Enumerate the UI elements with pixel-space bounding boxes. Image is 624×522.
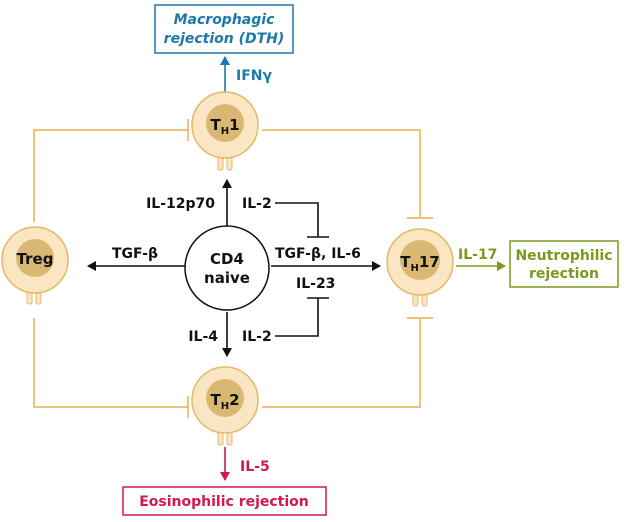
macrophagic-line1: Macrophagic bbox=[174, 12, 275, 28]
neutrophilic-line2: rejection bbox=[529, 266, 599, 282]
ifn-gamma-label: IFNγ bbox=[236, 68, 272, 84]
eosinophilic-rejection-box: Eosinophilic rejection bbox=[122, 486, 327, 516]
th2-to-th17-inhibition-line bbox=[262, 318, 421, 408]
differentiation-arrows bbox=[87, 179, 381, 357]
il4-label: IL-4 bbox=[188, 329, 218, 345]
cd4-label: CD4 bbox=[210, 250, 244, 268]
th2-cell: TH2 bbox=[191, 366, 259, 446]
th2-main: T bbox=[210, 391, 221, 409]
th1-receptor-icon bbox=[217, 155, 233, 171]
regulation-network bbox=[33, 119, 433, 418]
treg-to-th1-inhibition-line bbox=[33, 129, 188, 222]
treg-to-th2-inhibition-line bbox=[33, 318, 188, 408]
il2-top-label: IL-2 bbox=[242, 196, 272, 212]
naive-label: naive bbox=[204, 269, 250, 287]
cd4-naive-cell: CD4 naive bbox=[184, 225, 270, 311]
th1-suffix: 1 bbox=[229, 116, 239, 134]
macrophagic-rejection-box: Macrophagic rejection (DTH) bbox=[154, 4, 294, 54]
tgf-beta-il6-label: TGF-β, IL-6 bbox=[275, 246, 361, 262]
il5-label: IL-5 bbox=[240, 459, 270, 475]
th17-suffix: 17 bbox=[419, 253, 440, 271]
svg-text:TH17: TH17 bbox=[400, 253, 439, 274]
neutrophilic-line1: Neutrophilic bbox=[515, 248, 612, 264]
neutrophilic-rejection-box: Neutrophilic rejection bbox=[509, 240, 619, 288]
eosinophilic-label: Eosinophilic rejection bbox=[139, 494, 309, 510]
il2-bottom-inhibition-line bbox=[275, 298, 319, 337]
th1-main: T bbox=[210, 116, 221, 134]
th1-cell: TH1 bbox=[191, 91, 259, 171]
th1-sub: H bbox=[221, 126, 229, 137]
svg-text:TH2: TH2 bbox=[210, 391, 239, 412]
treg-label: Treg bbox=[17, 250, 54, 268]
il23-label: IL-23 bbox=[296, 276, 335, 292]
th1-to-th17-inhibition-line bbox=[262, 129, 421, 218]
tgf-beta-treg-label: TGF-β bbox=[112, 246, 158, 262]
il17-label: IL-17 bbox=[458, 247, 497, 263]
treg-cell: Treg bbox=[1, 226, 69, 305]
il12p70-label: IL-12p70 bbox=[146, 196, 215, 212]
th2-sub: H bbox=[221, 401, 229, 412]
macrophagic-line2: rejection (DTH) bbox=[164, 31, 285, 47]
th2-suffix: 2 bbox=[229, 391, 239, 409]
svg-text:TH1: TH1 bbox=[210, 116, 239, 137]
th17-sub: H bbox=[410, 263, 418, 274]
th2-receptor-icon bbox=[217, 430, 233, 446]
th17-main: T bbox=[400, 253, 411, 271]
il2-top-inhibition-line bbox=[275, 202, 319, 237]
il2-bottom-label: IL-2 bbox=[242, 329, 272, 345]
th17-cell: TH17 bbox=[386, 228, 454, 307]
